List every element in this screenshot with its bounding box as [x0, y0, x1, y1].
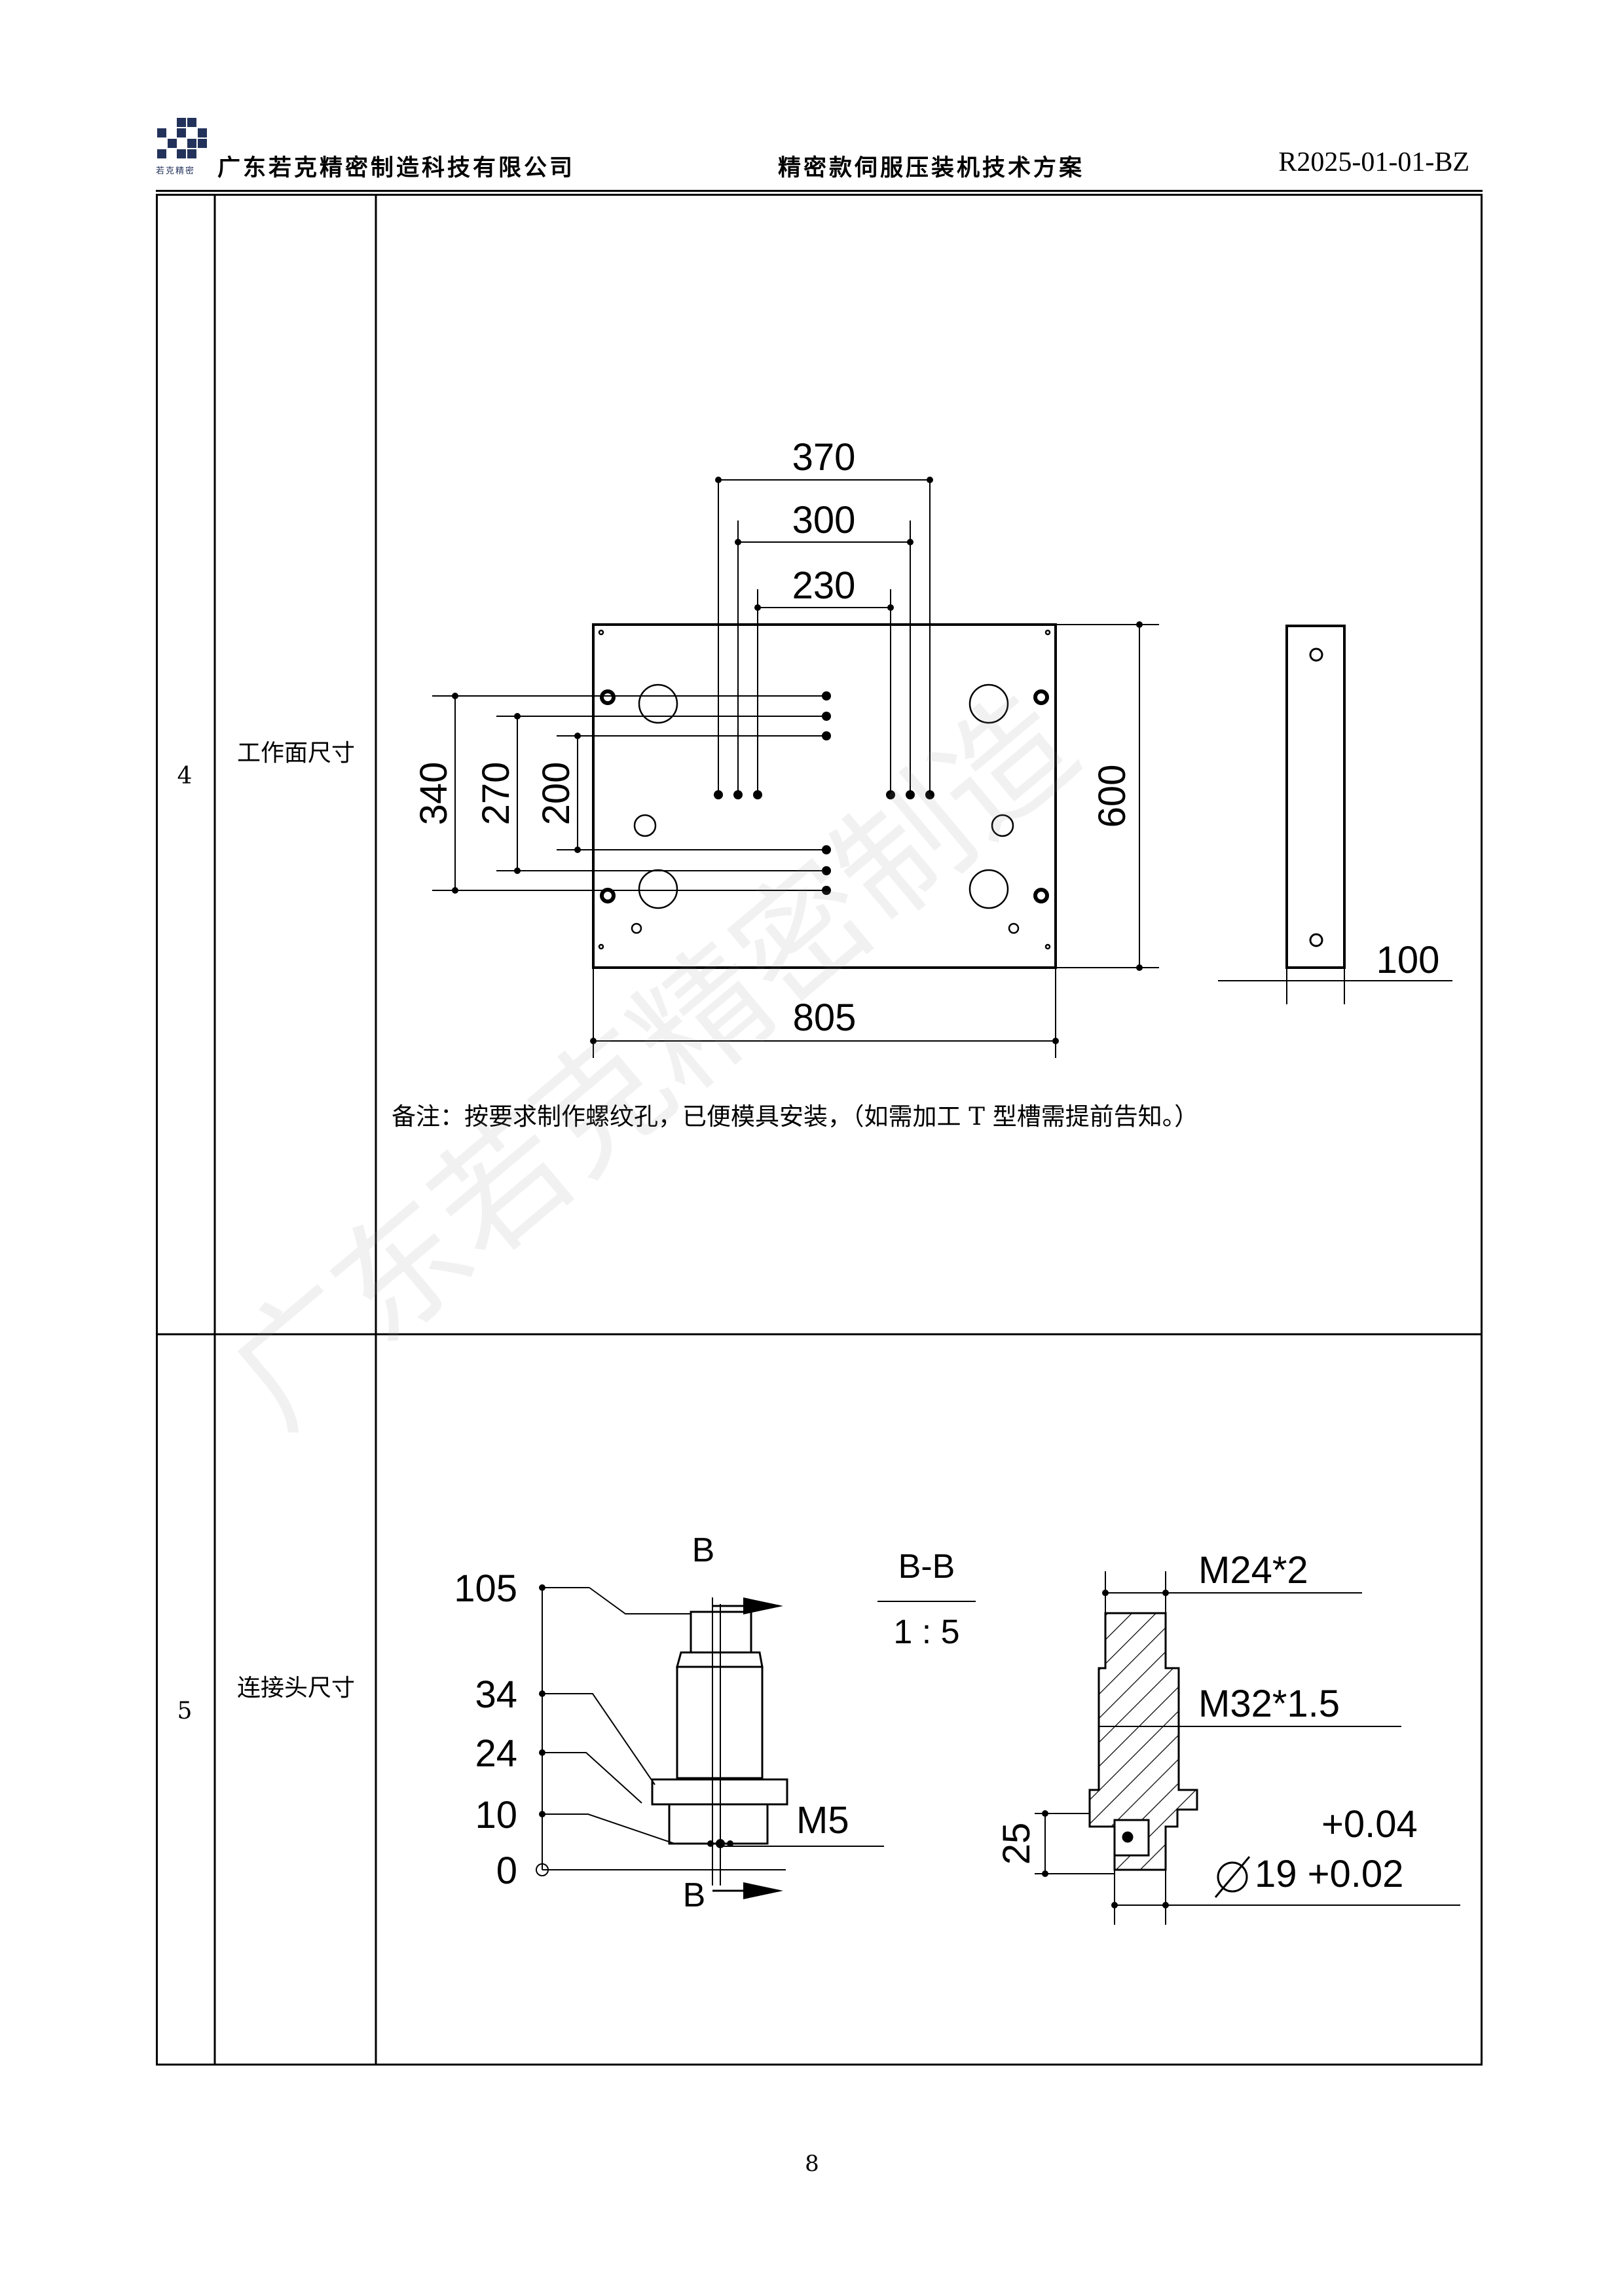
dim-300: 300	[792, 499, 856, 541]
row-item-name: 工作面尺寸	[236, 740, 355, 767]
thread-m32: M32*1.5	[1198, 1683, 1340, 1725]
thread-m24: M24*2	[1198, 1549, 1308, 1592]
dim-370: 370	[792, 436, 856, 479]
logo-caption: 若克精密	[156, 166, 196, 176]
page-number: 8	[805, 2151, 819, 2177]
work-surface-drawing: 370 300 230 805 100 340 270 200 600	[413, 436, 1452, 1058]
dim-270: 270	[475, 762, 517, 826]
company-name: 广东若克精密制造科技有限公司	[217, 155, 576, 181]
section-label: B-B	[898, 1548, 955, 1586]
connector-drawing: 105 34 24 10 0 M5 M24*2 M32*1.5 +0.04 19…	[454, 1531, 1460, 1925]
dim-200: 200	[535, 762, 578, 826]
document-title: 精密款伺服压装机技术方案	[778, 155, 1085, 181]
row-number: 4	[177, 763, 193, 790]
section-scale: 1 : 5	[893, 1613, 959, 1651]
work-plate	[592, 623, 1057, 969]
row-remark: 备注：按要求制作螺纹孔，已便模具安装，（如需加工 T 型槽需提前告知。）	[392, 1102, 1199, 1131]
tolerance-upper: +0.04	[1321, 1803, 1418, 1846]
dim-340: 340	[413, 762, 455, 826]
header-rule	[156, 190, 1483, 192]
dim-10: 10	[475, 1794, 517, 1836]
section-mark-bottom: B	[683, 1876, 706, 1914]
dim-0: 0	[496, 1850, 517, 1892]
dim-805: 805	[793, 996, 857, 1039]
dim-105: 105	[454, 1567, 517, 1610]
row-number: 5	[177, 1698, 193, 1724]
diameter-value: 19 +0.02	[1255, 1853, 1403, 1895]
spec-table	[156, 194, 1483, 2066]
dim-25: 25	[995, 1823, 1038, 1865]
thread-m5: M5	[796, 1799, 849, 1842]
side-plate	[1285, 625, 1346, 969]
row-item-name: 连接头尺寸	[236, 1675, 355, 1702]
diameter-symbol	[1214, 1856, 1251, 1898]
company-logo	[157, 118, 207, 158]
dim-100: 100	[1376, 939, 1440, 981]
section-mark-top: B	[692, 1531, 715, 1569]
dim-600: 600	[1091, 765, 1134, 828]
document-code: R2025-01-01-BZ	[1278, 147, 1469, 177]
dim-230: 230	[792, 564, 856, 607]
dim-24: 24	[475, 1732, 517, 1775]
dim-34: 34	[475, 1673, 517, 1716]
